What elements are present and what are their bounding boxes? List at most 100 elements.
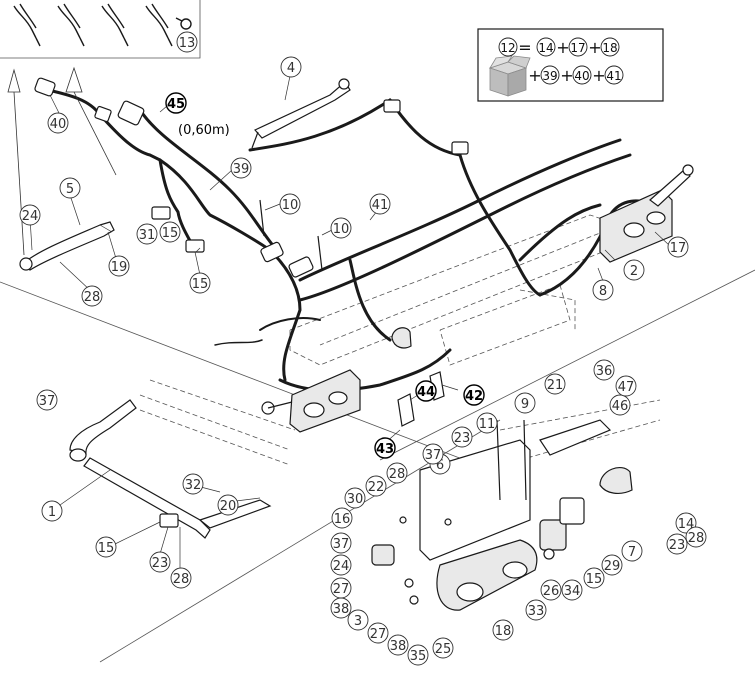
part-10-connectors xyxy=(259,199,323,278)
kit-operator: + xyxy=(556,38,569,57)
part-4-lever xyxy=(251,78,351,149)
callout-27b: 27 xyxy=(367,622,389,644)
svg-text:16: 16 xyxy=(334,512,351,527)
lamp-lens-b xyxy=(502,561,528,579)
cable-4-right xyxy=(458,153,542,297)
callout-20: 20 xyxy=(217,494,239,516)
cable-41-upper xyxy=(298,138,622,282)
cable-4-left xyxy=(248,98,392,152)
callout-15d: 15 xyxy=(583,567,605,589)
kit-item-41: 41 xyxy=(604,65,624,85)
callout-24b: 24 xyxy=(330,554,352,576)
part-marker-box xyxy=(559,497,585,525)
svg-text:9: 9 xyxy=(521,397,529,412)
lower-assembly xyxy=(371,419,612,611)
callout-5: 5 xyxy=(59,177,81,199)
svg-text:29: 29 xyxy=(604,559,621,574)
part-17-right-lamp xyxy=(599,189,673,263)
svg-text:15: 15 xyxy=(98,541,115,556)
kit-item-40: 40 xyxy=(572,65,592,85)
callout-42: 42 xyxy=(463,384,485,406)
svg-text:23: 23 xyxy=(669,538,686,553)
callout-28c: 28 xyxy=(170,567,192,589)
callout-26: 26 xyxy=(540,579,562,601)
callout-47: 47 xyxy=(615,375,637,397)
cable-41-lower xyxy=(298,153,632,302)
svg-text:30: 30 xyxy=(347,492,364,507)
svg-text:7: 7 xyxy=(628,545,636,560)
svg-text:18: 18 xyxy=(602,41,617,55)
direction-arrows xyxy=(7,66,117,256)
part-45-connector xyxy=(117,100,145,126)
svg-text:37: 37 xyxy=(333,537,350,552)
svg-text:8: 8 xyxy=(599,284,607,299)
callout-37c: 37 xyxy=(330,532,352,554)
kit-operator: + xyxy=(588,38,601,57)
kit-item-39: 39 xyxy=(540,65,560,85)
kit-operator: + xyxy=(560,66,573,85)
part-37-marker-lamp xyxy=(371,544,395,566)
svg-text:3: 3 xyxy=(354,614,362,629)
part-22-screw xyxy=(399,516,407,524)
callout-46: 46 xyxy=(609,394,631,416)
connector-pin-2 xyxy=(57,3,85,47)
callout-18: 18 xyxy=(492,619,514,641)
callout-13: 13 xyxy=(176,31,198,53)
svg-text:12: 12 xyxy=(500,41,515,55)
part-40-plug xyxy=(34,77,112,123)
callout-8: 8 xyxy=(592,279,614,301)
kit-row-2: +39+40+41 xyxy=(528,65,624,85)
svg-text:23: 23 xyxy=(454,431,471,446)
svg-text:37: 37 xyxy=(425,448,442,463)
connector-pin-4 xyxy=(145,3,173,47)
svg-text:20: 20 xyxy=(220,499,237,514)
svg-text:33: 33 xyxy=(528,604,545,619)
drawbar-rail-2 xyxy=(139,409,291,466)
callout-40: 40 xyxy=(47,112,69,134)
callout-23b: 23 xyxy=(149,551,171,573)
svg-text:5: 5 xyxy=(66,182,74,197)
lower-rail-1 xyxy=(499,399,661,431)
detail-frame-topleft xyxy=(0,0,201,59)
part-23-screw xyxy=(444,518,452,526)
svg-text:24: 24 xyxy=(22,209,39,224)
part-15-side-marker xyxy=(539,519,567,551)
svg-text:21: 21 xyxy=(547,378,564,393)
svg-text:28: 28 xyxy=(84,290,101,305)
kit-item-12: 12 xyxy=(498,37,518,57)
frame-rail-bottom xyxy=(289,225,621,366)
ground-wire xyxy=(214,339,263,346)
svg-text:28: 28 xyxy=(389,467,406,482)
callout-41: 41 xyxy=(369,193,391,215)
svg-text:42: 42 xyxy=(465,389,483,404)
svg-text:26: 26 xyxy=(543,584,560,599)
connector-pin-1 xyxy=(13,3,41,47)
part-33-washer xyxy=(543,548,555,560)
drawbar-rail-3 xyxy=(149,379,296,431)
callout-15a: 15 xyxy=(159,221,181,243)
svg-text:45: 45 xyxy=(167,97,185,112)
callout-37a: 37 xyxy=(36,389,58,411)
connector-pin-3 xyxy=(101,3,129,47)
svg-text:15: 15 xyxy=(586,572,603,587)
callout-32: 32 xyxy=(182,473,204,495)
svg-text:23: 23 xyxy=(152,556,169,571)
svg-text:11: 11 xyxy=(479,417,496,432)
svg-text:27: 27 xyxy=(370,627,387,642)
callout-2: 2 xyxy=(623,259,645,281)
svg-text:41: 41 xyxy=(606,69,621,83)
callout-37b: 37 xyxy=(422,443,444,465)
kit-contents-box: 12=14+17+18 +39+40+41 xyxy=(477,28,664,102)
svg-text:1: 1 xyxy=(48,505,56,520)
svg-text:19: 19 xyxy=(111,260,128,275)
svg-text:47: 47 xyxy=(618,380,635,395)
callout-28b: 28 xyxy=(386,462,408,484)
ring-terminal xyxy=(180,18,192,30)
cable-41-branch xyxy=(348,258,392,342)
part-14-dome-lamp xyxy=(391,327,633,495)
kit-item-17: 17 xyxy=(568,37,588,57)
svg-text:34: 34 xyxy=(564,584,581,599)
part-5-left-bracket xyxy=(19,221,115,271)
